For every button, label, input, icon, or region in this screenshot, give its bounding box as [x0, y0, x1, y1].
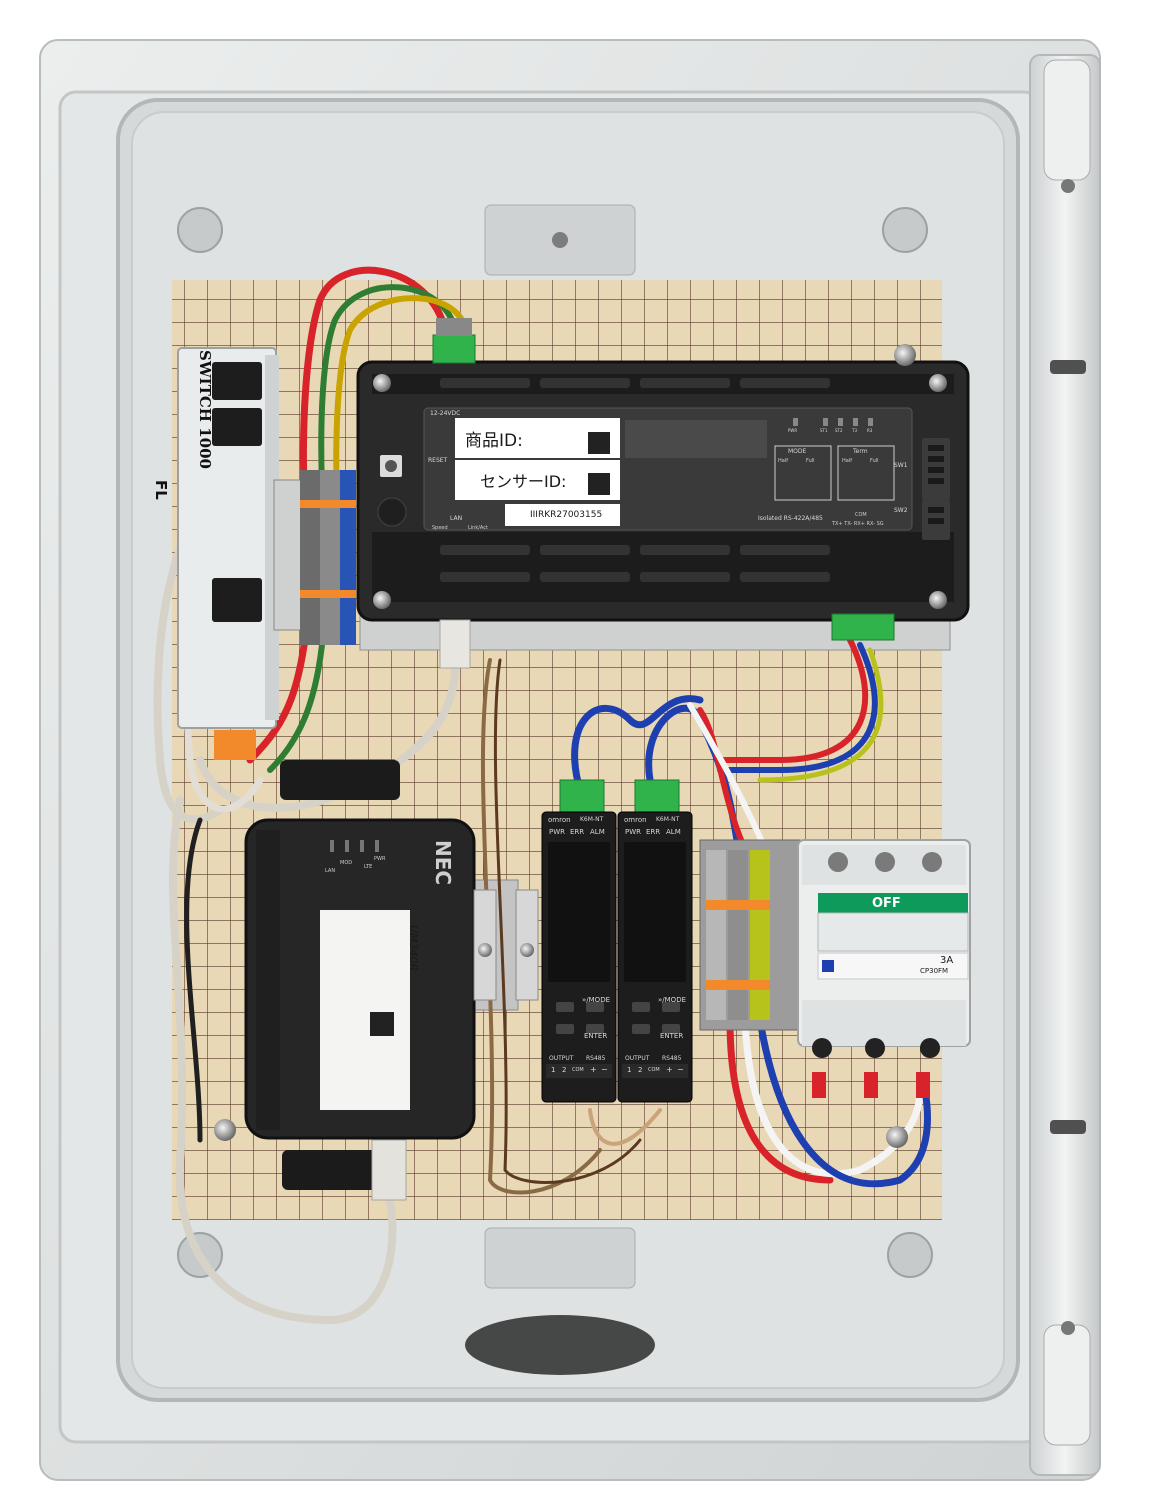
- mode-title: MODE: [788, 448, 807, 455]
- router-led-mod: MOD: [340, 860, 353, 866]
- transducer-2-model: K6M-NT: [656, 816, 680, 823]
- transducer-1-output: OUTPUT: [549, 1055, 574, 1062]
- terminal-blocks-left: [273, 470, 356, 645]
- transducer-2-mode: »/MODE: [658, 996, 687, 1004]
- sw1-label: SW1: [894, 462, 908, 469]
- com-title: COM: [855, 512, 867, 518]
- transducer-2-enter: ENTER: [660, 1032, 684, 1040]
- transducer-1-tcom: COM: [572, 1067, 584, 1073]
- led-label-t3: T3: [852, 428, 857, 433]
- lte-router: [244, 760, 476, 1201]
- breaker-toggle: [818, 893, 968, 913]
- transducer-2-led-err: ERR: [646, 828, 661, 836]
- signal-transducer-2: [617, 779, 693, 1103]
- product-id-text: 商品ID:: [465, 431, 523, 451]
- transducer-2-tcom: COM: [648, 1067, 660, 1073]
- led-label-r3: R3: [867, 428, 873, 433]
- ethernet-port-2: [212, 408, 262, 446]
- lan-speed-label: Speed: [432, 525, 448, 531]
- accessory-bag: [465, 1315, 655, 1375]
- lan-connector: [439, 619, 471, 669]
- serial-label: [505, 504, 620, 526]
- transducer-1-enter: ENTER: [584, 1032, 608, 1040]
- transducer-1-led-err: ERR: [570, 828, 585, 836]
- reset-label: RESET: [428, 457, 448, 464]
- transducer-1-tminus: −: [601, 1065, 608, 1074]
- transducer-1-mode: »/MODE: [582, 996, 611, 1004]
- lan-link-label: Link/Act: [468, 525, 488, 531]
- transducer-2-led-alm: ALM: [666, 828, 681, 836]
- switch-brand: FL: [152, 480, 170, 500]
- breaker-model: CP30FM: [920, 967, 949, 975]
- ethernet-switch: [177, 347, 279, 760]
- router-led-pwr: PWR: [374, 856, 386, 862]
- signal-transducer-1: [541, 779, 617, 1103]
- transducer-1-rs485: RS485: [586, 1055, 606, 1062]
- transducer-2-t2: 2: [638, 1066, 643, 1074]
- ethernet-port-3: [212, 578, 262, 622]
- breaker-rating: 3A: [940, 955, 954, 966]
- transducer-2-led-pwr: PWR: [625, 828, 642, 836]
- breaker-state: OFF: [872, 896, 901, 911]
- transducer-1-model: K6M-NT: [580, 816, 604, 823]
- terminal-blocks-right: [699, 839, 801, 1031]
- router-model: UM340R: [407, 925, 420, 972]
- switch-model: SWITCH 1000: [196, 350, 214, 469]
- router-led-lan: LAN: [325, 868, 336, 874]
- transducer-1-t1: 1: [551, 1066, 556, 1074]
- sensor-gateway: [356, 318, 970, 669]
- term-title: Term: [853, 448, 868, 455]
- transducer-1-t2: 2: [562, 1066, 567, 1074]
- circuit-breaker: [797, 839, 971, 1098]
- lan-label: LAN: [450, 515, 463, 522]
- mode-half: Half: [778, 458, 788, 464]
- term-half: Half: [842, 458, 852, 464]
- transducer-1-led-alm: ALM: [590, 828, 605, 836]
- com-pins: TX+ TX- RX+ RX- SG: [832, 521, 884, 527]
- transducer-2-rs485: RS485: [662, 1055, 682, 1062]
- transducer-1-tplus: +: [590, 1065, 597, 1074]
- power-terminal: [432, 334, 476, 364]
- sw2-label: SW2: [894, 507, 908, 514]
- transducer-2-tplus: +: [666, 1065, 673, 1074]
- router-brand: NEC: [431, 840, 455, 886]
- serial-text: IIIRKR27003155: [530, 510, 603, 520]
- transducer-2-t1: 1: [627, 1066, 632, 1074]
- ethernet-port-1: [212, 362, 262, 400]
- router-label: [320, 910, 410, 1110]
- term-full: Full: [870, 458, 879, 464]
- transducer-2-output: OUTPUT: [625, 1055, 650, 1062]
- transducer-2-brand: omron: [624, 816, 647, 824]
- led-label-pwr: PWR: [788, 428, 798, 433]
- transducer-2-tminus: −: [677, 1065, 684, 1074]
- interface-label: Isolated RS-422A/485: [758, 515, 823, 522]
- router-led-lte: LTE: [364, 864, 373, 870]
- led-label-st1: ST1: [820, 428, 828, 433]
- power-label: 12-24VDC: [430, 410, 461, 417]
- transducer-1-led-pwr: PWR: [549, 828, 566, 836]
- transducer-1-brand: omron: [548, 816, 571, 824]
- mode-full: Full: [806, 458, 815, 464]
- door-hinge: [1029, 54, 1101, 1476]
- rs485-terminal: [831, 613, 895, 641]
- sensor-id-text: センサーID:: [480, 472, 567, 491]
- switch-power-terminal: [214, 730, 256, 760]
- led-label-st2: ST2: [835, 428, 843, 433]
